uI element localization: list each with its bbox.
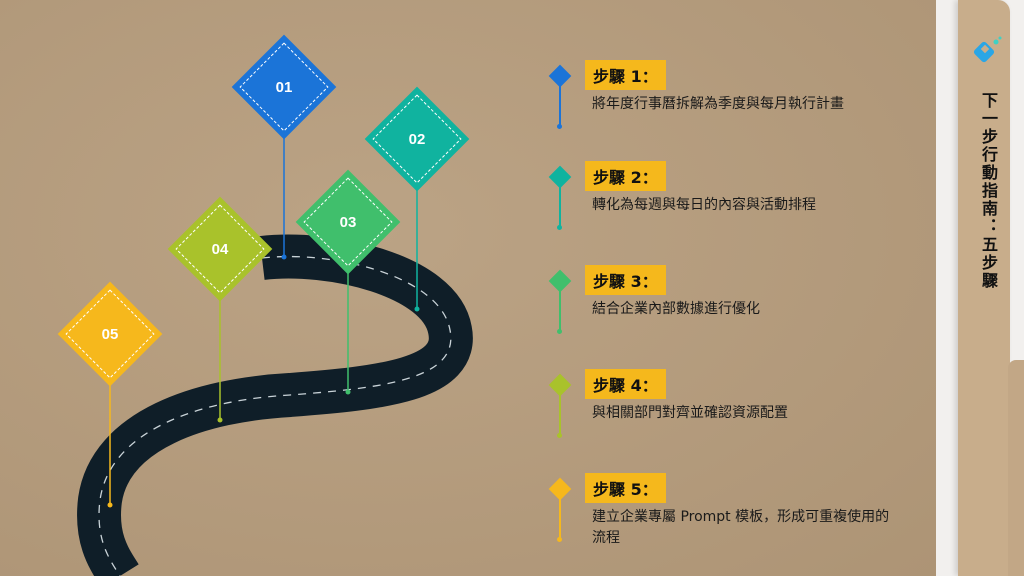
step-dot [557, 225, 562, 230]
step-dot [557, 329, 562, 334]
step-label: 步驟 2： [585, 161, 666, 191]
step-connector [559, 497, 561, 539]
roadmap: 01 02 03 04 05 [57, 34, 473, 576]
logo-icon [973, 36, 1002, 63]
step-description: 結合企業內部數據進行優化 [592, 301, 760, 317]
step-connector [559, 84, 561, 126]
side-tab-notch [1008, 360, 1024, 576]
step-description: 建立企業專屬 Prompt 模板，形成可重複使用的流程 [592, 509, 890, 546]
milestone-3: 03 [295, 169, 401, 395]
milestone-number: 01 [276, 79, 293, 96]
step-dot [557, 124, 562, 129]
step-description: 轉化為每週與每日的內容與活動排程 [592, 197, 816, 213]
side-title: 下一步行動指南：五步驟 [979, 92, 998, 290]
step-dot [557, 433, 562, 438]
side-tab [958, 0, 1010, 576]
milestone-number: 04 [212, 241, 229, 258]
step-connector [559, 393, 561, 435]
milestone-number: 05 [102, 326, 119, 343]
step-label: 步驟 5： [585, 473, 666, 503]
step-connector [559, 185, 561, 227]
road-centerline [98, 255, 452, 576]
road [77, 234, 473, 576]
milestone-number: 03 [340, 214, 357, 231]
step-description: 與相關部門對齊並確認資源配置 [592, 405, 788, 421]
step-label: 步驟 3： [585, 265, 666, 295]
kraft-background [0, 0, 936, 576]
step-connector [559, 289, 561, 331]
step-dot [557, 537, 562, 542]
milestone-number: 02 [409, 131, 426, 148]
step-description: 將年度行事曆拆解為季度與每月執行計畫 [592, 96, 844, 112]
milestone-5: 05 [57, 281, 163, 508]
step-label: 步驟 4： [585, 369, 666, 399]
milestone-4: 04 [167, 196, 273, 423]
step-label: 步驟 1： [585, 60, 666, 90]
